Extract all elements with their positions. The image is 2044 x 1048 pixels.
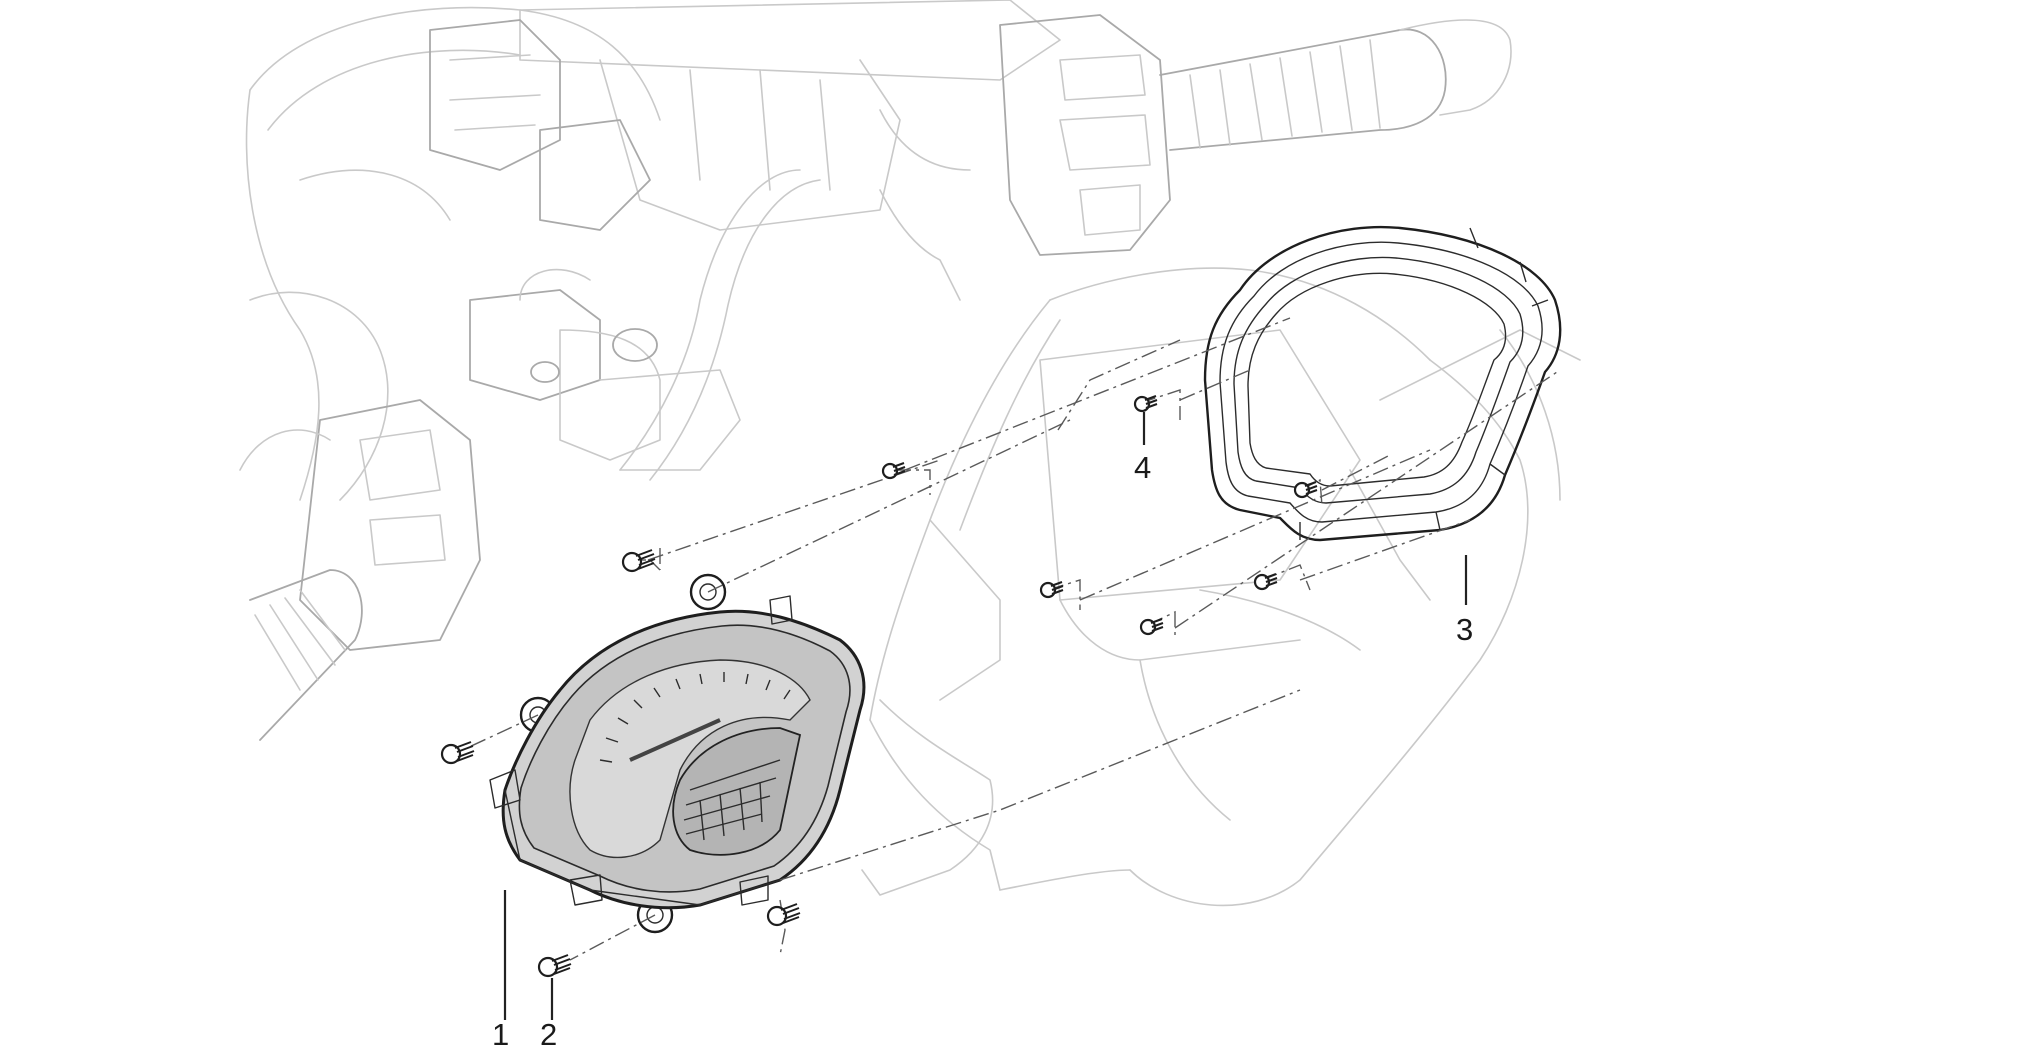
- assembly-guide-lines: [466, 317, 1561, 961]
- callout-leaders: [503, 412, 1468, 1020]
- screw-icon: [1293, 481, 1318, 499]
- callout-1: 1: [492, 1017, 509, 1048]
- screw-icon: [1133, 395, 1158, 413]
- screw-icon: [440, 741, 475, 765]
- callout-3: 3: [1456, 612, 1473, 647]
- screw-icon: [1253, 573, 1278, 591]
- background-assembly-outline: [239, 0, 1581, 907]
- instrument-cluster-part: [489, 573, 866, 934]
- screw-icon: [1139, 618, 1164, 636]
- callout-labels: 1 2 3 4: [492, 450, 1473, 1048]
- screw-icon: [881, 462, 906, 480]
- screws: [440, 395, 1318, 978]
- screw-icon: [766, 903, 801, 927]
- screw-icon: [1039, 581, 1064, 599]
- frame-ring-part: [1203, 225, 1562, 542]
- callout-2: 2: [540, 1017, 557, 1048]
- screw-icon: [621, 549, 656, 573]
- callout-4: 4: [1134, 450, 1151, 485]
- screw-icon: [537, 954, 572, 978]
